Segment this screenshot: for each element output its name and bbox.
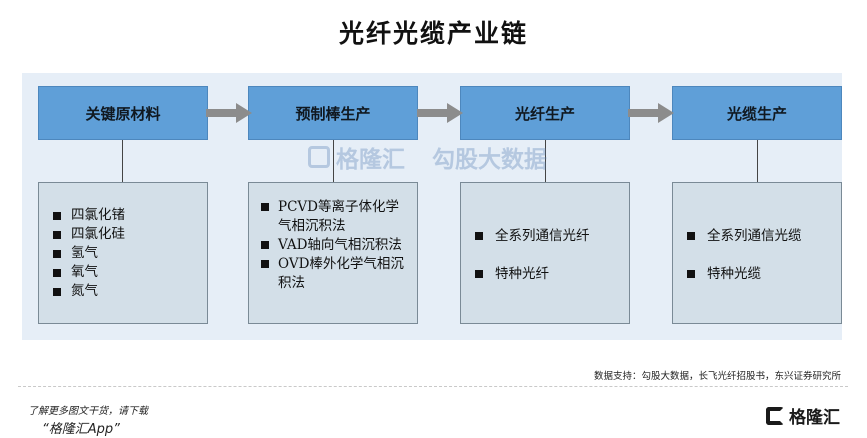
- detail-box-fiber: 全系列通信光纤 特种光纤: [460, 182, 630, 324]
- list-item: VAD轴向气相沉积法: [261, 236, 407, 255]
- watermark-gelonghui: 格隆汇: [308, 142, 405, 173]
- list-item: 氮气: [53, 282, 207, 301]
- square-bullet-icon: [687, 270, 695, 278]
- gelonghui-logo-icon: [766, 406, 784, 425]
- divider: [18, 386, 848, 387]
- arrow-right-icon: [628, 103, 674, 123]
- square-bullet-icon: [261, 241, 269, 249]
- square-bullet-icon: [475, 270, 483, 278]
- list-item: 四氯化硅: [53, 225, 207, 244]
- stage-raw-materials: 关键原材料: [38, 86, 208, 140]
- source-note: 数据支持：勾股大数据，长飞光纤招股书，东兴证券研究所: [593, 371, 841, 382]
- stage-preform-production: 预制棒生产: [248, 86, 418, 140]
- list-item: PCVD等离子体化学气相沉积法: [261, 198, 407, 236]
- square-bullet-icon: [53, 211, 61, 220]
- square-bullet-icon: [53, 287, 61, 296]
- connector-line: [333, 140, 334, 182]
- watermark-gogudata: 勾股大数据: [432, 147, 547, 173]
- square-bullet-icon: [261, 203, 269, 211]
- list-item: OVD棒外化学气相沉积法: [261, 255, 407, 293]
- stage-cable-production: 光缆生产: [672, 86, 842, 140]
- app-name: “格隆汇App”: [42, 422, 120, 437]
- square-bullet-icon: [53, 230, 61, 239]
- square-bullet-icon: [261, 260, 269, 268]
- detail-box-raw-materials: 四氯化锗 四氯化硅 氢气 氧气 氮气: [38, 182, 208, 324]
- arrow-right-icon: [417, 103, 463, 123]
- list-item: 全系列通信光纤: [475, 227, 629, 245]
- gelonghui-logo: 格隆汇: [766, 403, 840, 428]
- list-item: 全系列通信光缆: [687, 227, 841, 245]
- square-bullet-icon: [687, 232, 695, 240]
- detail-box-cable: 全系列通信光缆 特种光缆: [672, 182, 842, 324]
- list-item: 氢气: [53, 244, 207, 263]
- stage-fiber-production: 光纤生产: [460, 86, 630, 140]
- arrow-right-icon: [206, 103, 252, 123]
- connector-line: [757, 140, 758, 182]
- list-item: 特种光缆: [687, 265, 841, 283]
- connector-line: [545, 140, 546, 182]
- list-item: 四氯化锗: [53, 206, 207, 225]
- gelonghui-logo-icon: [308, 146, 330, 168]
- list-item: 氧气: [53, 263, 207, 282]
- square-bullet-icon: [475, 232, 483, 240]
- square-bullet-icon: [53, 268, 61, 277]
- connector-line: [122, 140, 123, 182]
- download-prompt: 了解更多图文干货，请下载: [28, 406, 148, 417]
- diagram-title: 光纤光缆产业链: [338, 19, 528, 48]
- list-item: 特种光纤: [475, 265, 629, 283]
- square-bullet-icon: [53, 249, 61, 258]
- detail-box-preform: PCVD等离子体化学气相沉积法 VAD轴向气相沉积法 OVD棒外化学气相沉积法: [248, 182, 418, 324]
